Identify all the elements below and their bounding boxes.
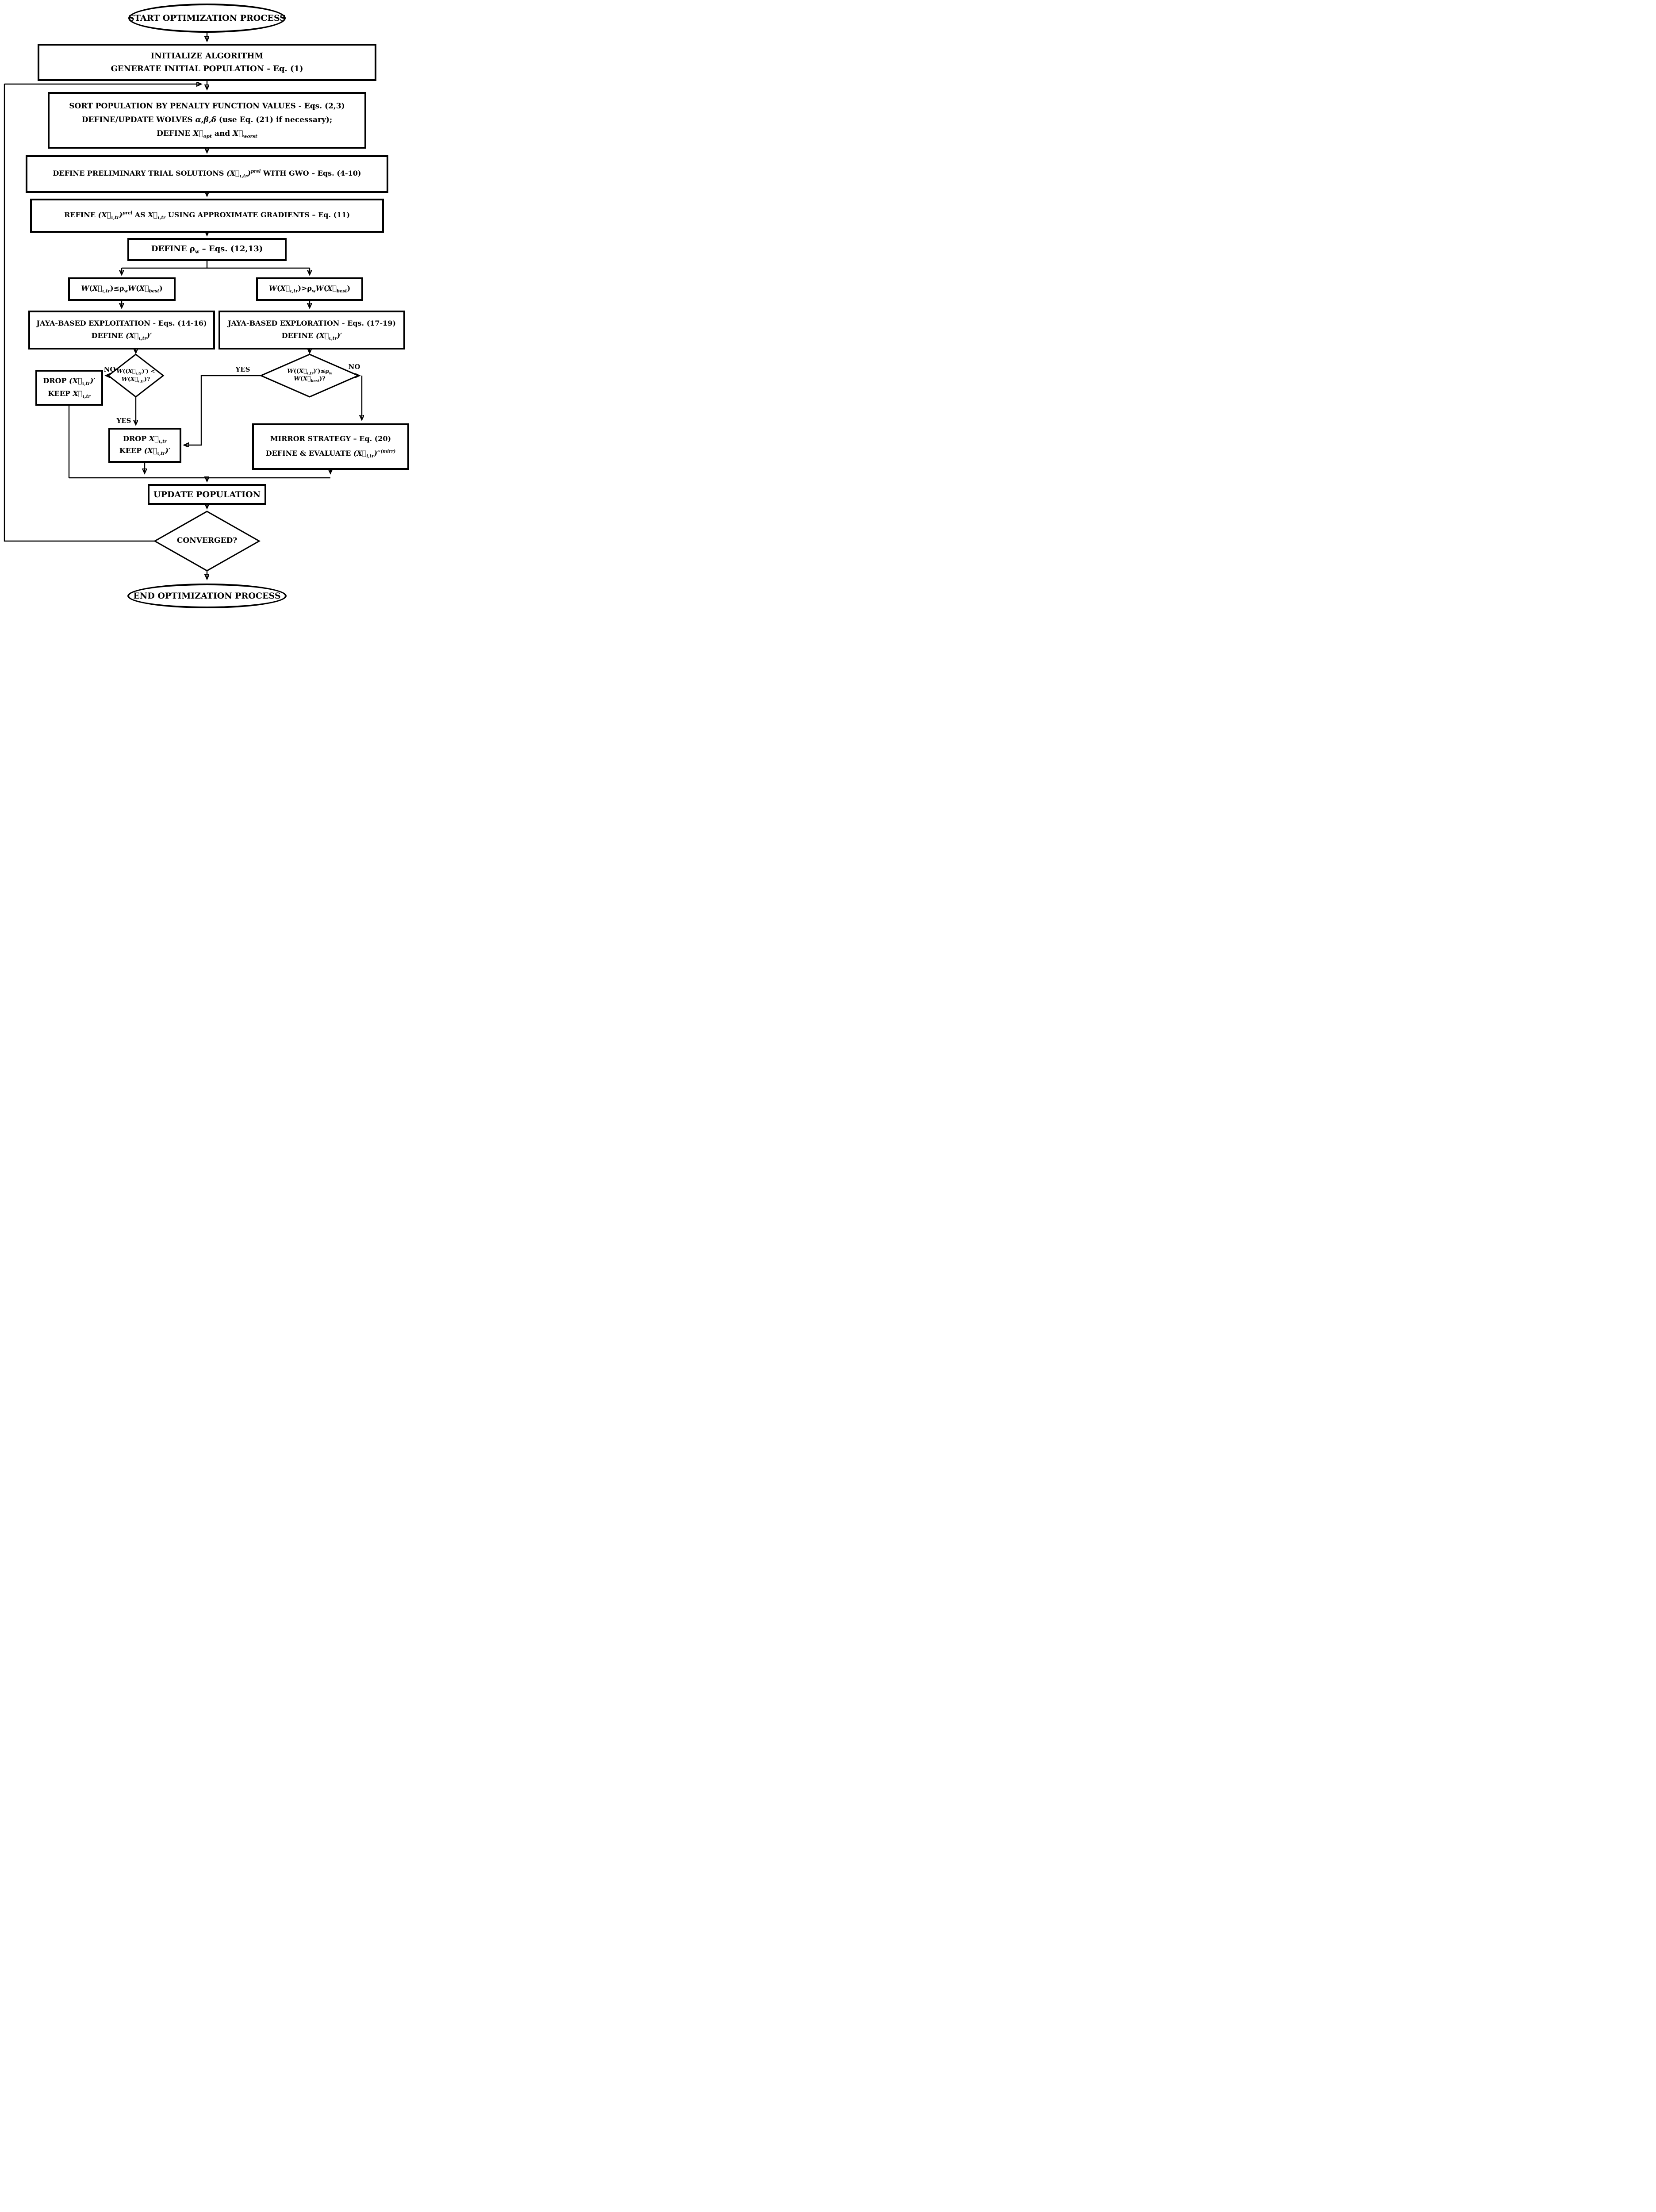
- start-label: START OPTIMIZATION PROCESS: [128, 13, 286, 23]
- decision-left-line1: W((X⃗ι,tr)′) <: [116, 367, 155, 376]
- drop-keep-center-line1: DROP X⃗ι,tr: [123, 434, 167, 444]
- converged-diamond-shape: [153, 511, 261, 572]
- jaya-exploration-line2: DEFINE (X⃗ι,tr)′: [281, 331, 342, 342]
- edge-label-right-yes: YES: [235, 365, 250, 373]
- condition-left-line1: W(X⃗ι,tr)≤ρwW(X⃗best): [81, 284, 163, 294]
- jaya-exploration-box: JAYA-BASED EXPLORATION - Eqs. (17-19) DE…: [218, 311, 405, 349]
- end-terminator: END OPTIMIZATION PROCESS: [127, 584, 287, 608]
- decision-right-text: W((X⃗ι,tr)′)≤ρw W(X⃗best)?: [261, 360, 358, 392]
- update-population-box: UPDATE POPULATION: [148, 484, 266, 505]
- drop-keep-left-box: DROP (X⃗ι,tr)′ KEEP X⃗ι,tr: [35, 370, 103, 406]
- sort-line1: SORT POPULATION BY PENALTY FUNCTION VALU…: [69, 101, 345, 111]
- drop-keep-left-line2: KEEP X⃗ι,tr: [48, 389, 91, 399]
- refine-gradients-box: REFINE (X⃗ι,tr)prel AS X⃗ι,tr USING APPR…: [30, 199, 384, 233]
- edge-label-right-no: NO: [348, 363, 360, 371]
- condition-exploration-box: W(X⃗ι,tr)>ρwW(X⃗best): [256, 277, 363, 301]
- decision-left-text: W((X⃗ι,tr)′) < W(X⃗ι,tr)?: [108, 360, 163, 392]
- sort-population-box: SORT POPULATION BY PENALTY FUNCTION VALU…: [48, 92, 366, 149]
- edge-loop-return: [4, 84, 155, 542]
- decision-left-line2: W(X⃗ι,tr)?: [121, 376, 150, 384]
- start-terminator: START OPTIMIZATION PROCESS: [128, 4, 286, 33]
- edge-decisionright-yes: [184, 375, 261, 445]
- jaya-exploration-line1: JAYA-BASED EXPLORATION - Eqs. (17-19): [227, 319, 396, 327]
- decision-right-line2: W(X⃗best)?: [294, 376, 326, 383]
- initialize-line1: INITIALIZE ALGORITHM: [150, 51, 264, 61]
- decision-left-shape: [107, 353, 165, 398]
- flowchart-canvas: START OPTIMIZATION PROCESS INITIALIZE AL…: [0, 0, 414, 610]
- mirror-line2: DEFINE & EVALUATE (X⃗i,tr)″(mirr): [265, 449, 396, 459]
- condition-right-line1: W(X⃗ι,tr)>ρwW(X⃗best): [268, 284, 351, 294]
- decision-right-line1: W((X⃗ι,tr)′)≤ρw: [287, 368, 332, 376]
- refine-line1: REFINE (X⃗ι,tr)prel AS X⃗ι,tr USING APPR…: [64, 211, 350, 221]
- end-label: END OPTIMIZATION PROCESS: [133, 591, 281, 601]
- jaya-exploitation-line1: JAYA-BASED EXPLOITATION - Eqs. (14-16): [36, 319, 207, 327]
- edge-label-left-no: NO: [104, 365, 116, 373]
- drop-keep-center-line2: KEEP (X⃗ι,tr)′: [119, 446, 171, 457]
- define-rho-box: DEFINE ρw – Eqs. (12,13): [127, 238, 287, 261]
- drop-keep-center-box: DROP X⃗ι,tr KEEP (X⃗ι,tr)′: [108, 428, 181, 463]
- edge-label-left-yes: YES: [116, 417, 131, 425]
- drop-keep-left-line1: DROP (X⃗ι,tr)′: [43, 376, 96, 387]
- mirror-strategy-box: MIRROR STRATEGY – Eq. (20) DEFINE & EVAL…: [252, 423, 409, 470]
- preliminary-solutions-box: DEFINE PRELIMINARY TRIAL SOLUTIONS (X⃗ι,…: [26, 155, 388, 193]
- condition-exploitation-box: W(X⃗ι,tr)≤ρwW(X⃗best): [68, 277, 176, 301]
- initialize-line2: GENERATE INITIAL POPULATION - Eq. (1): [111, 64, 303, 73]
- converged-label: CONVERGED?: [176, 536, 238, 545]
- mirror-line1: MIRROR STRATEGY – Eq. (20): [270, 434, 391, 443]
- initialize-box: INITIALIZE ALGORITHM GENERATE INITIAL PO…: [38, 44, 376, 81]
- jaya-exploitation-line2: DEFINE (X⃗ι,tr)′: [91, 331, 152, 342]
- sort-line2: DEFINE/UPDATE WOLVES α,β,δ (use Eq. (21)…: [81, 115, 333, 124]
- sort-line3: DEFINE X⃗opt and X⃗worst: [157, 129, 257, 139]
- converged-diamond-text: CONVERGED?: [155, 533, 259, 549]
- define-rho-line1: DEFINE ρw – Eqs. (12,13): [151, 244, 263, 255]
- connector-layer: [4, 33, 414, 610]
- decision-right-shape: [259, 353, 360, 398]
- update-population-label: UPDATE POPULATION: [153, 489, 261, 499]
- jaya-exploitation-box: JAYA-BASED EXPLOITATION - Eqs. (14-16) D…: [28, 311, 215, 349]
- preliminary-line1: DEFINE PRELIMINARY TRIAL SOLUTIONS (X⃗ι,…: [53, 169, 361, 179]
